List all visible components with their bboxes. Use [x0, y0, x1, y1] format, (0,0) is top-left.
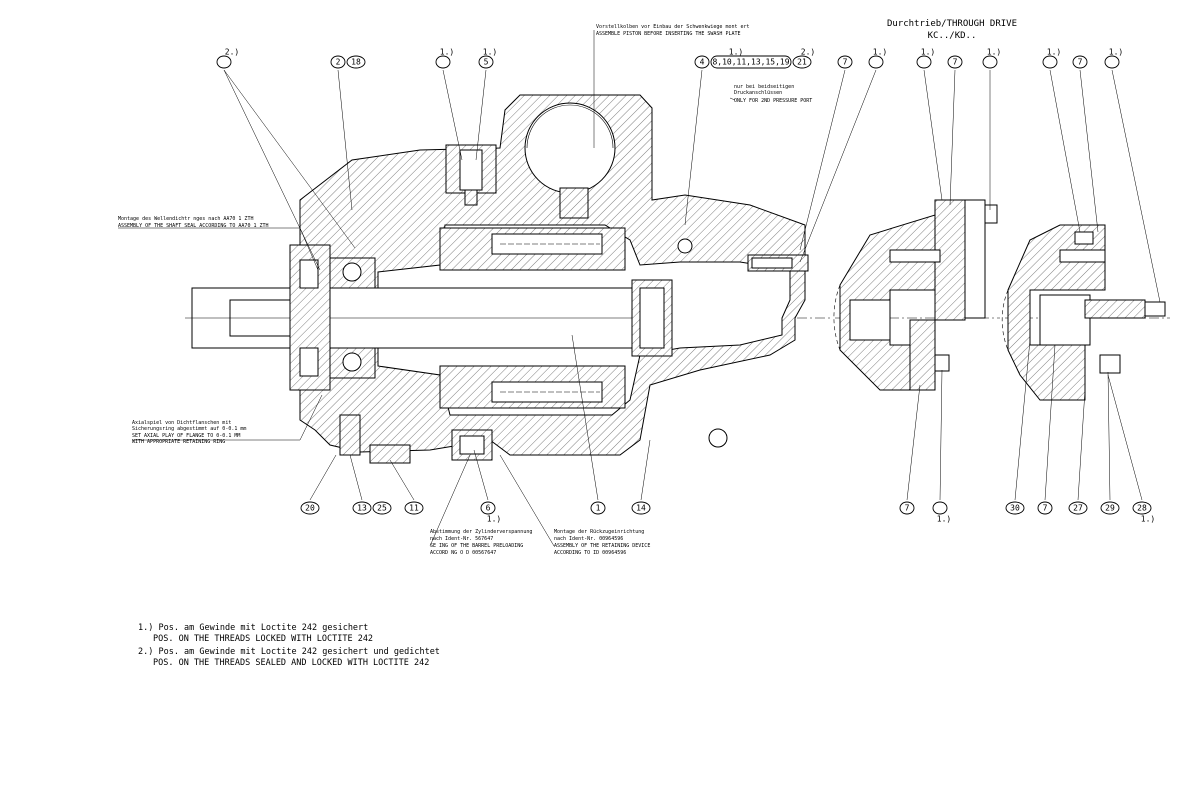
note-port-de1: nur bei beidseitigen	[734, 84, 794, 90]
note-piston-en: ASSEMBLE PISTON BEFORE INSERTING THE SWA…	[596, 31, 741, 37]
note-axial-de1: Axialspiel von Dichtflanschen mit	[132, 420, 231, 426]
note-ret-de2: nach Ident-Nr. 00964596	[554, 536, 623, 542]
callout-6: 6	[486, 504, 491, 513]
callout-note: 1.)	[921, 48, 935, 57]
leader-lines	[118, 30, 1161, 547]
drawing-subtitle: KC../KD..	[928, 31, 977, 41]
note-ret-de1: Montage der Rückzugeinrichtung	[554, 529, 644, 535]
main-pump-section	[185, 94, 830, 464]
note-cyl-en2: ACCORD NG O D 00567647	[430, 550, 496, 556]
callout-note: 1.)	[1047, 48, 1061, 57]
note-axial-de2: Sicherungsring abgestimmt auf 0-0.1 mm	[132, 426, 246, 432]
footnote-1-de: 1.) Pos. am Gewinde mit Loctite 242 gesi…	[138, 623, 368, 633]
callout-7: 7	[1078, 58, 1083, 67]
bottom-callouts: 20 13 25 11 6 1.) 1 14 7 1.) 30 7 27 29 …	[300, 501, 1155, 524]
note-cyl-de1: Abstimmung der Zylinderverspannung	[430, 529, 532, 535]
callout-7: 7	[953, 58, 958, 67]
callout-20: 20	[305, 504, 315, 513]
callout-list: 8,10,11,13,15,19	[712, 58, 789, 67]
callout-28: 28	[1137, 504, 1147, 513]
callout-5: 5	[484, 58, 489, 67]
footnote-2-de: 2.) Pos. am Gewinde mit Loctite 242 gesi…	[138, 647, 440, 657]
callout-7: 7	[843, 58, 848, 67]
footnotes: 1.) Pos. am Gewinde mit Loctite 242 gesi…	[138, 623, 440, 668]
callout-21: 21	[797, 58, 807, 67]
note-cyl-en1: SE ING OF THE BARREL PRELOADING	[430, 543, 523, 549]
note-axial-en2: WITH APPROPRIATE RETAINING RING	[132, 439, 225, 445]
callout-note: 2.)	[801, 48, 815, 57]
callout-7: 7	[905, 504, 910, 513]
callout-note: 1.)	[987, 48, 1001, 57]
through-drive-detail-2	[1001, 224, 1170, 401]
note-seal-de: Montage des Wellendichtr nges nach AA70 …	[118, 216, 253, 222]
callout-4: 4	[700, 58, 705, 67]
note-cyl-de2: nach Ident-Nr. 567647	[430, 536, 493, 542]
callout-25: 25	[377, 504, 387, 513]
swash-plate-circle	[524, 102, 616, 194]
callout-note: 1.)	[487, 515, 501, 524]
callout-note: 1.)	[873, 48, 887, 57]
note-piston-de: Vorstellkolben vor Einbau der Schwenkwie…	[596, 24, 750, 30]
callout-30: 30	[1010, 504, 1020, 513]
note-axial-en1: SET AXIAL PLAY OF FLANGE TO 0-0.1 MM	[132, 433, 240, 439]
callout-note: 1.)	[483, 48, 497, 57]
callout-18: 18	[351, 58, 361, 67]
callout-note: 1.)	[1141, 515, 1155, 524]
callout-29: 29	[1105, 504, 1115, 513]
piston-upper	[491, 233, 603, 255]
callout-note: 1.)	[937, 515, 951, 524]
footnote-1-en: POS. ON THE THREADS LOCKED WITH LOCTITE …	[153, 634, 373, 644]
drawing-notes: Vorstellkolben vor Einbau der Schwenkwie…	[118, 24, 812, 556]
through-drive-detail-1	[833, 199, 1000, 391]
callout-note: 1.)	[1109, 48, 1123, 57]
note-seal-en: ASSEMBLY OF THE SHAFT SEAL ACCORDING TO …	[118, 223, 269, 229]
callout-14: 14	[636, 504, 646, 513]
callout-2: 2	[336, 58, 341, 67]
callout-27: 27	[1073, 504, 1083, 513]
callout-7: 7	[1043, 504, 1048, 513]
footnote-2-en: POS. ON THE THREADS SEALED AND LOCKED WI…	[153, 658, 429, 668]
note-port-de2: Druckanschlüssen	[734, 90, 782, 96]
callout-1: 1	[596, 504, 601, 513]
piston-lower	[491, 381, 603, 403]
callout-11: 11	[409, 504, 419, 513]
callout-note: 1.)	[440, 48, 454, 57]
top-callouts: 2.) 2 18 1.) 1.) 5 1.) 4 8,10,11,13,15,1…	[216, 48, 1123, 69]
drawing-title: Durchtrieb/THROUGH DRIVE	[887, 19, 1017, 29]
callout-13: 13	[357, 504, 367, 513]
note-port-en: ONLY FOR 2ND PRESSURE PORT	[734, 98, 812, 104]
callout-note: 1.)	[729, 48, 743, 57]
note-ret-en2: ACCORDING TO ID 00964596	[554, 550, 626, 556]
callout-note: 2.)	[225, 48, 239, 57]
note-ret-en1: ASSEMBLY OF THE RETAINING DEVICE	[554, 543, 650, 549]
